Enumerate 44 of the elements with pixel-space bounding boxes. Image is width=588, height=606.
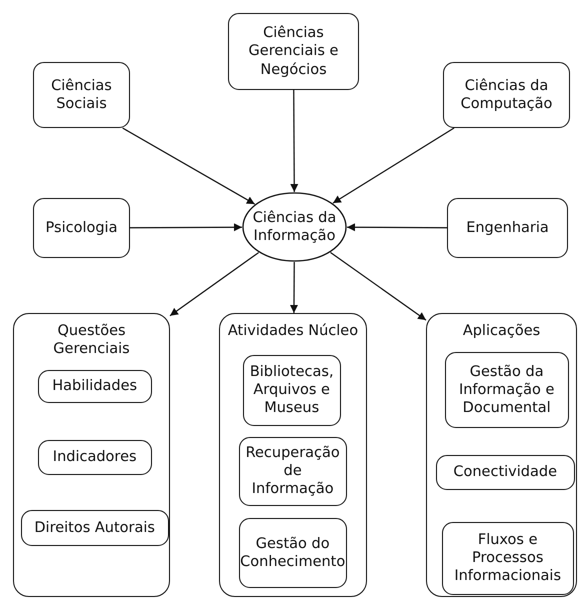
- node-label: Ciências da Informação: [252, 208, 338, 246]
- rounded-box: [444, 352, 569, 428]
- group-heading: Atividades Núcleo: [228, 322, 358, 340]
- node-label: Gestão da Informação e Documental: [458, 362, 556, 417]
- node-label: Psicologia: [46, 218, 118, 238]
- node-label: Gestão do Conhecimento: [240, 534, 346, 571]
- rounded-box: [38, 370, 152, 403]
- arrow: [290, 90, 298, 192]
- node-label: Ciências da Computação: [460, 76, 554, 114]
- arrow: [347, 223, 447, 232]
- group-heading: Aplicações: [462, 322, 540, 340]
- node-label: Engenharia: [466, 218, 549, 238]
- group-panel: [426, 313, 577, 597]
- rounded-box: [238, 518, 347, 588]
- group-heading: Questões Gerenciais: [52, 322, 131, 358]
- rounded-box: [443, 62, 570, 128]
- arrow: [170, 252, 259, 316]
- rounded-box: [20, 510, 169, 546]
- ellipse-node: [242, 192, 347, 262]
- node-label: Ciências Gerenciais e Negócios: [248, 24, 340, 79]
- node-label: Indicadores: [52, 448, 137, 466]
- arrow: [332, 127, 454, 204]
- arrow: [290, 262, 298, 313]
- node-label: Direitos Autorais: [34, 518, 155, 537]
- rounded-box: [33, 198, 130, 258]
- rounded-box: [228, 13, 359, 90]
- arrow: [130, 223, 242, 232]
- node-label: Ciências Sociais: [50, 76, 113, 114]
- rounded-box: [436, 454, 575, 490]
- group-panel: [219, 313, 367, 597]
- rounded-box: [447, 198, 568, 258]
- node-label: Recuperação de Informação: [244, 444, 341, 498]
- rounded-box: [33, 62, 130, 128]
- node-label: Conectividade: [453, 463, 557, 482]
- rounded-box: [242, 354, 341, 426]
- rounded-box: [238, 436, 347, 506]
- rounded-box: [442, 522, 574, 595]
- node-label: Bibliotecas, Arquivos e Museus: [248, 363, 335, 418]
- node-label: Fluxos e Processos Informacionais: [453, 531, 562, 586]
- group-panel: [13, 313, 170, 597]
- arrow: [330, 252, 426, 321]
- node-label: Habilidades: [52, 377, 138, 396]
- arrow: [122, 127, 256, 205]
- rounded-box: [38, 440, 152, 475]
